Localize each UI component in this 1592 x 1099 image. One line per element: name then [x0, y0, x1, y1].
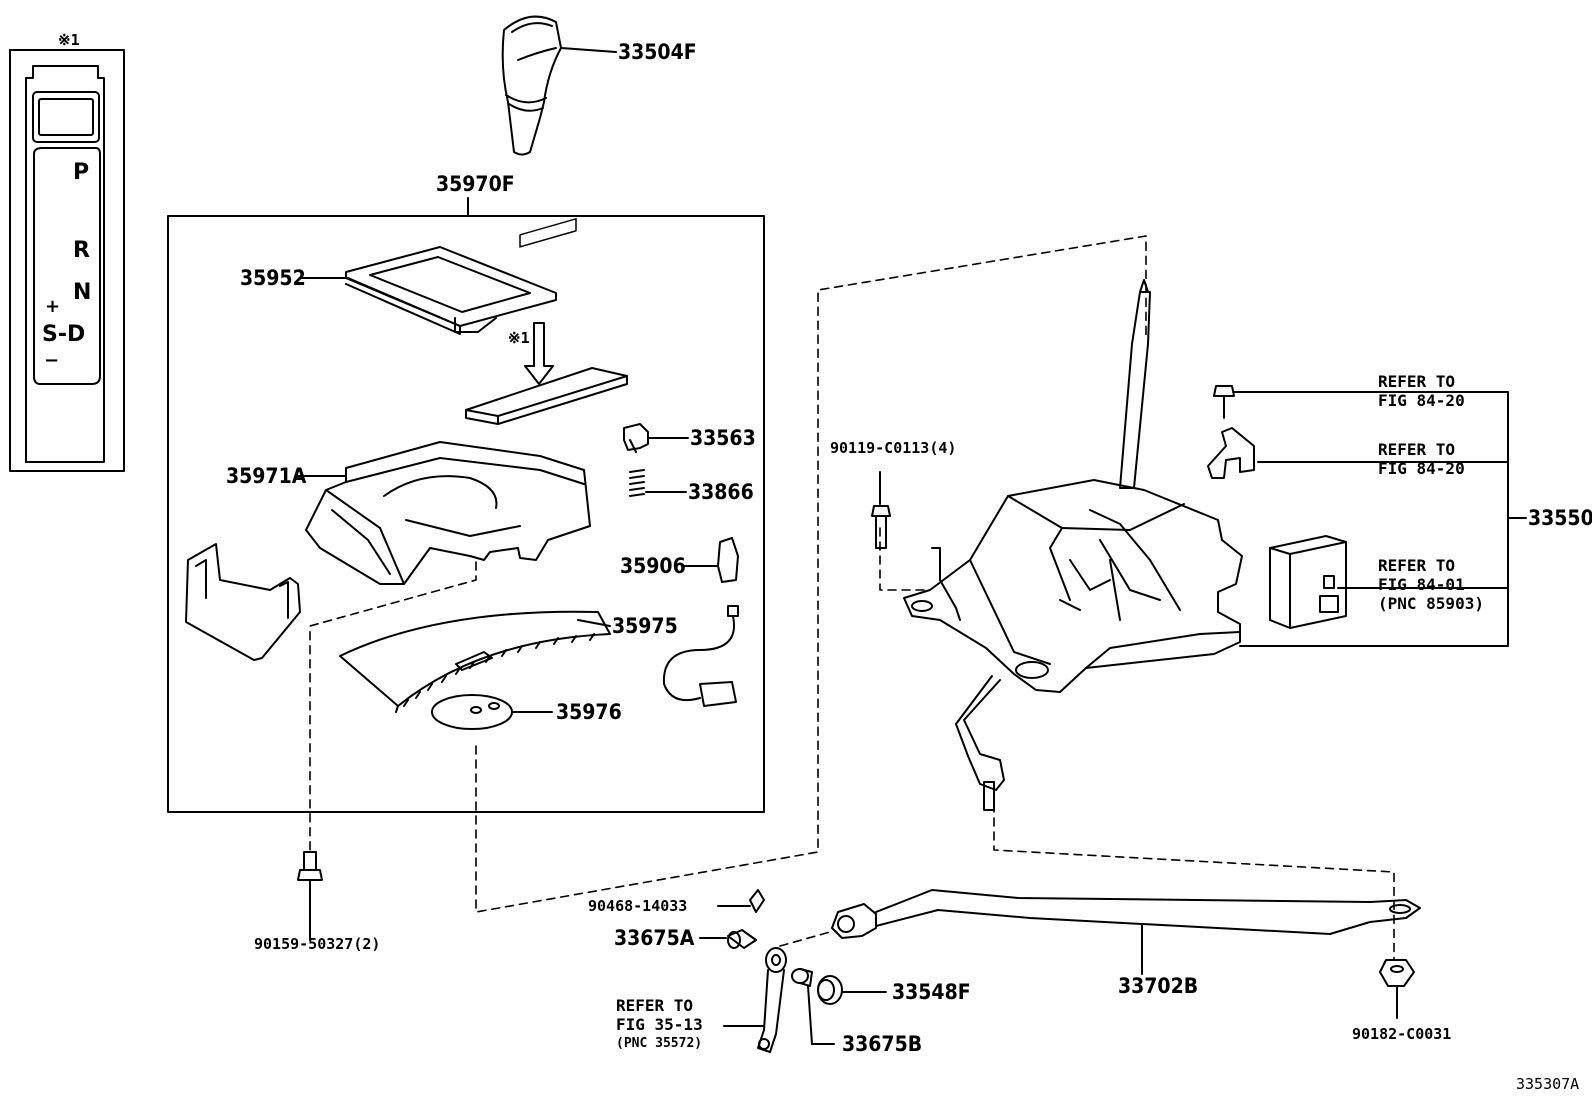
shift-knob-33504F — [501, 15, 617, 156]
assembly-box-35970F — [167, 197, 765, 813]
gate-label-s-d: S-D — [42, 322, 86, 347]
part-33563 — [623, 423, 689, 453]
refer-note-4-line1: REFER TO — [616, 996, 694, 1015]
label-33702B: 33702B — [1118, 974, 1199, 998]
nut-90182 — [1379, 959, 1415, 1019]
indicator-plate — [465, 218, 628, 425]
refer-note-3-line2: FIG 84-01 — [1378, 575, 1465, 594]
lever-refer-35-13 — [723, 947, 787, 1053]
part-35975-sheet — [339, 610, 611, 713]
pin-33675A — [699, 929, 757, 949]
arrow-indicator — [524, 322, 554, 385]
bracket-33550 — [1239, 391, 1527, 647]
wire-harness — [662, 605, 739, 707]
refer-note-3-line3: (PNC 85903) — [1378, 594, 1484, 613]
refer-note-3: REFER TO FIG 84-01 (PNC 85903) — [1378, 556, 1484, 613]
gate-label-minus: − — [44, 350, 60, 371]
refer-note-4-line2: FIG 35-13 — [616, 1015, 703, 1034]
arrow-note-marker: ※1 — [508, 329, 530, 347]
part-35976-disc — [431, 694, 553, 730]
label-90182: 90182-C0031 — [1352, 1025, 1452, 1043]
shift-lever-assembly-33550 — [903, 279, 1243, 811]
label-90159: 90159-50327(2) — [254, 935, 381, 953]
label-35975: 35975 — [612, 614, 678, 638]
refer-note-2-line2: FIG 84-20 — [1378, 459, 1465, 478]
refer-note-4-line3: (PNC 35572) — [616, 1036, 703, 1051]
bolt-90119 — [871, 471, 891, 549]
label-35970F: 35970F — [436, 172, 515, 196]
part-35971A-housing — [295, 441, 591, 585]
label-90468: 90468-14033 — [588, 897, 688, 915]
gate-label-n: N — [73, 280, 92, 305]
part-35952-plate — [299, 246, 557, 335]
grommet-33548F — [817, 975, 887, 1005]
part-35906 — [681, 537, 739, 583]
label-35971A: 35971A — [226, 464, 307, 488]
module-refer-84-01 — [1269, 535, 1491, 629]
label-33504F: 33504F — [618, 40, 697, 64]
label-33675B: 33675B — [842, 1032, 923, 1056]
label-33550: 33550 — [1528, 506, 1592, 530]
refer-note-1: REFER TO FIG 84-20 — [1378, 372, 1465, 410]
clip-90468 — [717, 889, 765, 913]
refer-note-1-line2: FIG 84-20 — [1378, 391, 1465, 410]
bolt-90159 — [297, 851, 323, 941]
bushing-33675B — [791, 968, 835, 1045]
label-33675A: 33675A — [614, 926, 695, 950]
label-33563: 33563 — [690, 426, 756, 450]
bracket-refer-84-20 — [1207, 427, 1491, 479]
gate-plate-inset — [9, 49, 125, 472]
label-33866: 33866 — [688, 480, 754, 504]
label-90119: 90119-C0113(4) — [830, 439, 957, 457]
gate-label-p: P — [73, 160, 90, 185]
refer-note-3-line1: REFER TO — [1378, 556, 1456, 575]
dashed-leaders — [309, 235, 1395, 961]
left-bracket — [185, 543, 301, 661]
label-35952: 35952 — [240, 266, 306, 290]
gate-label-r: R — [73, 238, 90, 263]
label-35976: 35976 — [556, 700, 622, 724]
refer-note-1-line1: REFER TO — [1378, 372, 1456, 391]
refer-note-2-line1: REFER TO — [1378, 440, 1456, 459]
refer-note-4: REFER TO FIG 35-13 (PNC 35572) — [616, 996, 703, 1053]
inset-note-marker: ※1 — [58, 31, 80, 49]
bolt-refer-84-20 — [1213, 385, 1491, 419]
rod-33702B — [831, 889, 1421, 975]
figure-code: 335307A — [1516, 1075, 1580, 1093]
part-33866-spring — [629, 469, 687, 497]
gate-label-plus: + — [45, 296, 61, 317]
label-35906: 35906 — [620, 554, 686, 578]
refer-note-2: REFER TO FIG 84-20 — [1378, 440, 1465, 478]
label-33548F: 33548F — [892, 980, 971, 1004]
